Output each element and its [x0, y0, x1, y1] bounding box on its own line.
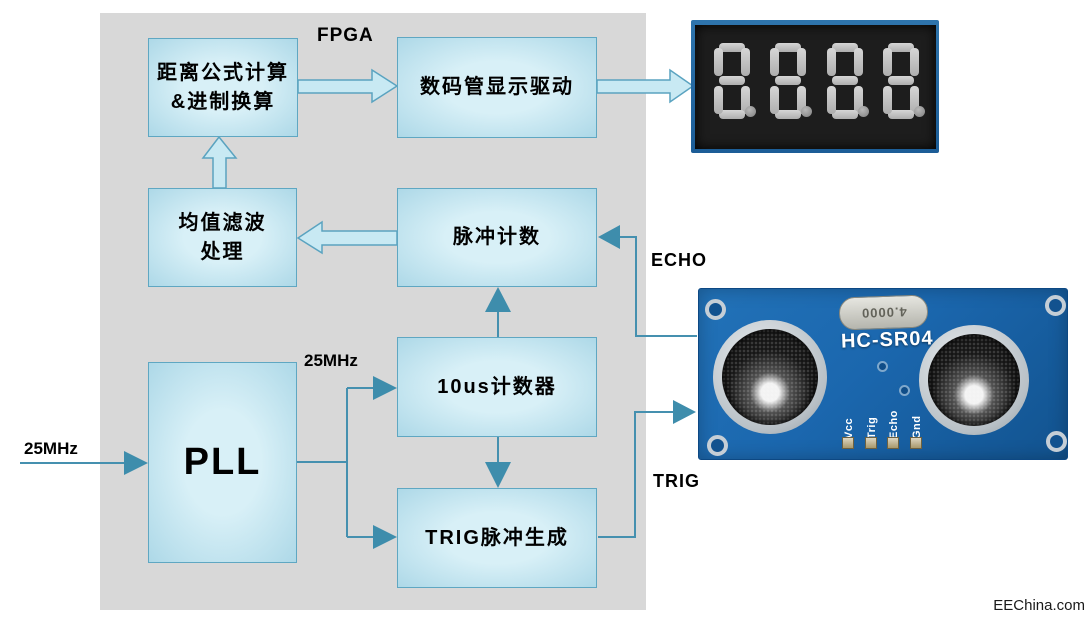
- segment: [714, 48, 723, 76]
- pll-output-clock-label: 25MHz: [304, 351, 358, 370]
- node-distance-calc-label-line1: 距离公式计算: [157, 61, 289, 84]
- mounting-hole: [707, 435, 728, 456]
- solder-pad: [842, 437, 854, 449]
- segment: [827, 48, 836, 76]
- decimal-point: [801, 106, 812, 117]
- decimal-point: [745, 106, 756, 117]
- segment: [770, 48, 779, 76]
- transducer-mesh: [722, 329, 818, 425]
- transducer-mesh: [928, 334, 1020, 426]
- node-display-driver: 数码管显示驱动: [397, 37, 597, 138]
- segment: [827, 86, 836, 114]
- node-pulse-counter: 脉冲计数: [397, 188, 597, 287]
- pin-label-echo: Echo: [888, 410, 900, 439]
- segment: [770, 86, 779, 114]
- crystal-marking: 4.0000: [860, 304, 907, 321]
- mounting-hole: [1045, 295, 1066, 316]
- segment: [714, 86, 723, 114]
- segment: [719, 43, 745, 52]
- segment: [719, 76, 745, 85]
- fpga-region-label: FPGA: [317, 25, 374, 46]
- solder-pad: [865, 437, 877, 449]
- mounting-hole: [1046, 431, 1067, 452]
- mounting-hole: [705, 299, 726, 320]
- decimal-point: [914, 106, 925, 117]
- node-mean-filter-label-line2: 处理: [200, 240, 245, 263]
- segment: [741, 48, 750, 76]
- node-mean-filter: 均值滤波 处理: [148, 188, 297, 287]
- node-10us-counter: 10us计数器: [397, 337, 597, 437]
- segment: [832, 76, 858, 85]
- pin-label-gnd: Gnd: [911, 415, 923, 440]
- seven-segment-digit: [714, 43, 756, 119]
- segment: [888, 43, 914, 52]
- seven-segment-display-module: [691, 20, 939, 153]
- segment: [832, 43, 858, 52]
- segment: [797, 86, 806, 114]
- node-pulse-counter-label: 脉冲计数: [453, 226, 541, 248]
- segment: [888, 110, 914, 119]
- segment: [775, 76, 801, 85]
- seven-segment-digit: [883, 43, 925, 119]
- segment: [883, 86, 892, 114]
- seven-segment-digit: [827, 43, 869, 119]
- node-distance-calc-label-line2: &进制换算: [170, 90, 276, 113]
- node-trig-pulse-gen: TRIG脉冲生成: [397, 488, 597, 588]
- node-mean-filter-label-line1: 均值滤波: [178, 211, 267, 234]
- crystal-oscillator: 4.0000: [838, 294, 929, 331]
- ultrasonic-transducer-right: [919, 325, 1029, 435]
- node-pll-label: PLL: [183, 441, 262, 483]
- pin-label-trig: Trig: [866, 416, 878, 439]
- trig-signal-label: TRIG: [653, 471, 700, 491]
- ultrasonic-transducer-left: [713, 320, 827, 434]
- sensor-model-label: HC-SR04: [840, 327, 934, 353]
- node-pll: PLL: [148, 362, 297, 563]
- node-display-driver-label: 数码管显示驱动: [420, 76, 574, 98]
- pcb-via: [899, 385, 910, 396]
- node-10us-counter-label: 10us计数器: [437, 375, 557, 398]
- segment: [797, 48, 806, 76]
- solder-pad: [910, 437, 922, 449]
- hc-sr04-sensor-module: 4.0000 HC-SR04 Vcc Trig Echo Gnd: [698, 288, 1068, 460]
- echo-signal-label: ECHO: [651, 250, 708, 270]
- decimal-point: [858, 106, 869, 117]
- watermark: EEChina.com: [993, 597, 1085, 614]
- segment: [910, 48, 919, 76]
- solder-pad: [887, 437, 899, 449]
- segment: [883, 48, 892, 76]
- segment: [854, 48, 863, 76]
- arrowhead-trig: [673, 400, 696, 424]
- segment: [719, 110, 745, 119]
- segment: [854, 86, 863, 114]
- segment: [775, 43, 801, 52]
- segment: [775, 110, 801, 119]
- node-distance-calc: 距离公式计算 &进制换算: [148, 38, 298, 137]
- segment: [832, 110, 858, 119]
- segment: [910, 86, 919, 114]
- pcb-via: [877, 361, 888, 372]
- clock-input-label: 25MHz: [24, 439, 78, 458]
- segment: [888, 76, 914, 85]
- node-trig-pulse-gen-label: TRIG脉冲生成: [425, 526, 569, 549]
- pin-label-vcc: Vcc: [843, 417, 855, 439]
- seven-segment-digit: [770, 43, 812, 119]
- segment: [741, 86, 750, 114]
